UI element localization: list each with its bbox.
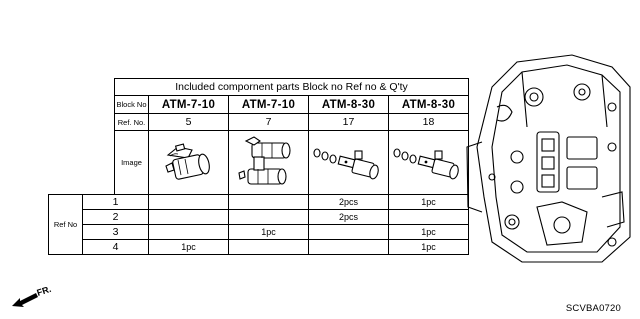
block-no-cell: ATM-7-10 bbox=[148, 95, 229, 114]
front-label: FR. bbox=[36, 284, 53, 298]
block-no-label: Block No bbox=[114, 95, 149, 114]
qty-cell: 2pcs bbox=[308, 194, 389, 210]
part-image-cell bbox=[308, 130, 389, 195]
ref-no-label: Ref. No. bbox=[114, 113, 149, 131]
solenoid-single-icon bbox=[164, 142, 210, 180]
solenoid-with-orings-icon bbox=[312, 147, 379, 179]
solenoid-double-icon bbox=[237, 135, 291, 185]
qty-cell bbox=[388, 209, 469, 225]
image-label: Image bbox=[114, 130, 149, 195]
parts-table: Included compornent parts Block no Ref n… bbox=[48, 78, 469, 255]
transmission-housing-illustration bbox=[466, 54, 631, 263]
qty-cell bbox=[228, 194, 309, 210]
ref-no-cell: 7 bbox=[228, 113, 309, 131]
part-image-cell bbox=[388, 130, 469, 195]
ref-no-cell: 18 bbox=[388, 113, 469, 131]
block-no-cell: ATM-7-10 bbox=[228, 95, 309, 114]
qty-cell: 1pc bbox=[148, 239, 229, 255]
qty-cell bbox=[148, 194, 229, 210]
part-image-cell bbox=[228, 130, 309, 195]
qty-cell bbox=[148, 209, 229, 225]
row-ref: 2 bbox=[82, 209, 149, 225]
part-image-cell bbox=[148, 130, 229, 195]
block-no-cell: ATM-8-30 bbox=[308, 95, 389, 114]
ref-no-row-label: Ref No bbox=[48, 194, 83, 255]
qty-cell bbox=[308, 224, 389, 240]
qty-cell: 1pc bbox=[388, 239, 469, 255]
row-ref: 1 bbox=[82, 194, 149, 210]
qty-cell bbox=[228, 239, 309, 255]
qty-cell bbox=[148, 224, 229, 240]
ref-no-cell: 17 bbox=[308, 113, 389, 131]
row-ref: 4 bbox=[82, 239, 149, 255]
ref-no-cell: 5 bbox=[148, 113, 229, 131]
qty-cell bbox=[228, 209, 309, 225]
qty-cell: 1pc bbox=[388, 224, 469, 240]
block-no-cell: ATM-8-30 bbox=[388, 95, 469, 114]
table-title: Included compornent parts Block no Ref n… bbox=[114, 78, 469, 96]
solenoid-with-orings-icon bbox=[392, 147, 459, 179]
qty-cell bbox=[308, 239, 389, 255]
front-direction-arrow-icon: FR. bbox=[12, 284, 53, 307]
qty-cell: 1pc bbox=[388, 194, 469, 210]
qty-cell: 1pc bbox=[228, 224, 309, 240]
diagram-code: SCVBA0720 bbox=[565, 303, 621, 314]
row-ref: 3 bbox=[82, 224, 149, 240]
qty-cell: 2pcs bbox=[308, 209, 389, 225]
